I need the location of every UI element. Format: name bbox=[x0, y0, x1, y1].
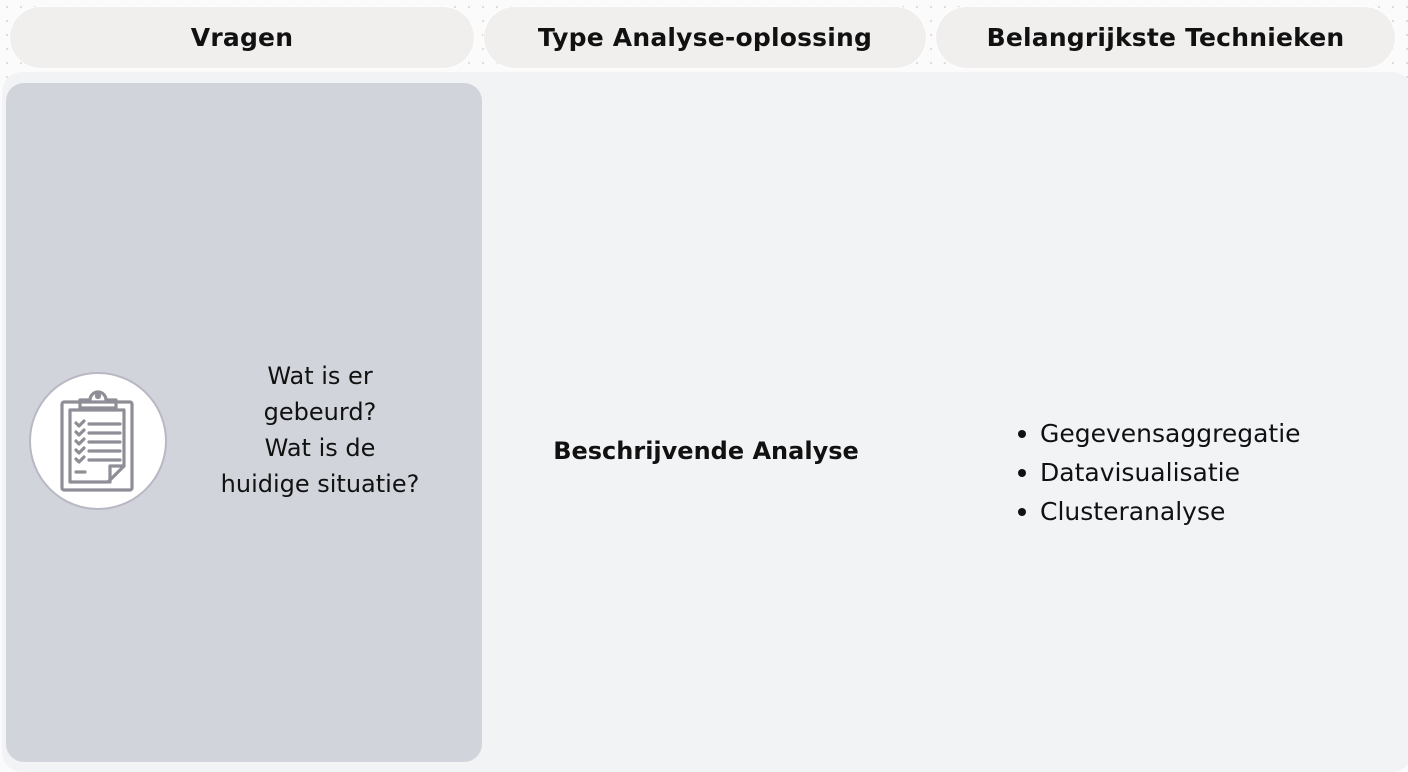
techniques-list: Gegevensaggregatie Datavisualisatie Clus… bbox=[1014, 414, 1301, 531]
icon-badge bbox=[29, 372, 167, 510]
clipboard-checklist-icon bbox=[60, 390, 134, 492]
analysis-type-label: Beschrijvende Analyse bbox=[553, 437, 859, 465]
list-item: Gegevensaggregatie bbox=[1014, 414, 1301, 453]
questions-text: Wat is er gebeurd? Wat is de huidige sit… bbox=[200, 358, 440, 502]
technique-label: Datavisualisatie bbox=[1040, 458, 1240, 487]
question-line: gebeurd? bbox=[263, 398, 377, 426]
bullet-icon bbox=[1018, 468, 1026, 477]
header-label: Type Analyse-oplossing bbox=[537, 23, 873, 52]
bullet-icon bbox=[1018, 429, 1026, 438]
header-technieken: Belangrijkste Technieken bbox=[936, 7, 1395, 68]
question-line: Wat is er bbox=[267, 362, 373, 390]
bullet-icon bbox=[1018, 507, 1026, 516]
technique-label: Clusteranalyse bbox=[1040, 497, 1226, 526]
header-label: Belangrijkste Technieken bbox=[986, 23, 1345, 52]
question-line: Wat is de bbox=[264, 434, 376, 462]
technique-label: Gegevensaggregatie bbox=[1040, 419, 1301, 448]
list-item: Datavisualisatie bbox=[1014, 453, 1301, 492]
list-item: Clusteranalyse bbox=[1014, 492, 1301, 531]
header-label: Vragen bbox=[190, 23, 294, 52]
header-type-analyse: Type Analyse-oplossing bbox=[484, 7, 926, 68]
question-line: huidige situatie? bbox=[220, 470, 420, 498]
header-vragen: Vragen bbox=[10, 7, 474, 68]
